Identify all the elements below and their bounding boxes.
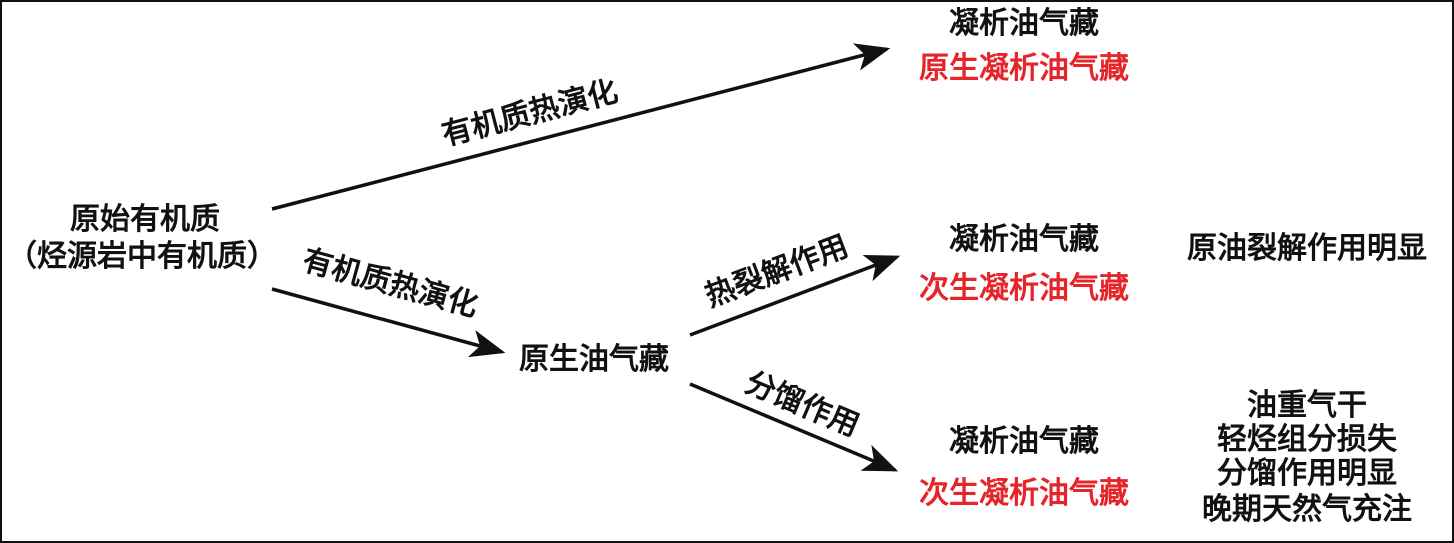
arrow-fractionation — [689, 382, 899, 472]
middle-result-type: 凝析油气藏 — [949, 222, 1099, 257]
arrow-upper — [271, 43, 891, 211]
bottom-result-origin: 次生凝析油气藏 — [919, 476, 1129, 511]
top-result-origin: 原生凝析油气藏 — [919, 51, 1129, 86]
bottom-note: 分馏作用明显 — [1217, 456, 1397, 491]
bottom-note: 轻烃组分损失 — [1217, 422, 1397, 457]
top-result-type: 凝析油气藏 — [949, 6, 1099, 41]
bottom-result-type: 凝析油气藏 — [949, 424, 1099, 459]
bottom-note: 油重气干 — [1247, 388, 1367, 423]
middle-result-origin: 次生凝析油气藏 — [919, 271, 1129, 306]
arrow-cracking — [689, 255, 901, 337]
intermediate-reservoir: 原生油气藏 — [519, 342, 669, 377]
middle-result-note: 原油裂解作用明显 — [1187, 231, 1427, 266]
arrow-lower — [271, 287, 506, 358]
source-sublabel: （烃源岩中有机质） — [7, 239, 277, 274]
source-label: 原始有机质 — [70, 202, 220, 237]
bottom-note: 晚期天然气充注 — [1202, 492, 1412, 527]
